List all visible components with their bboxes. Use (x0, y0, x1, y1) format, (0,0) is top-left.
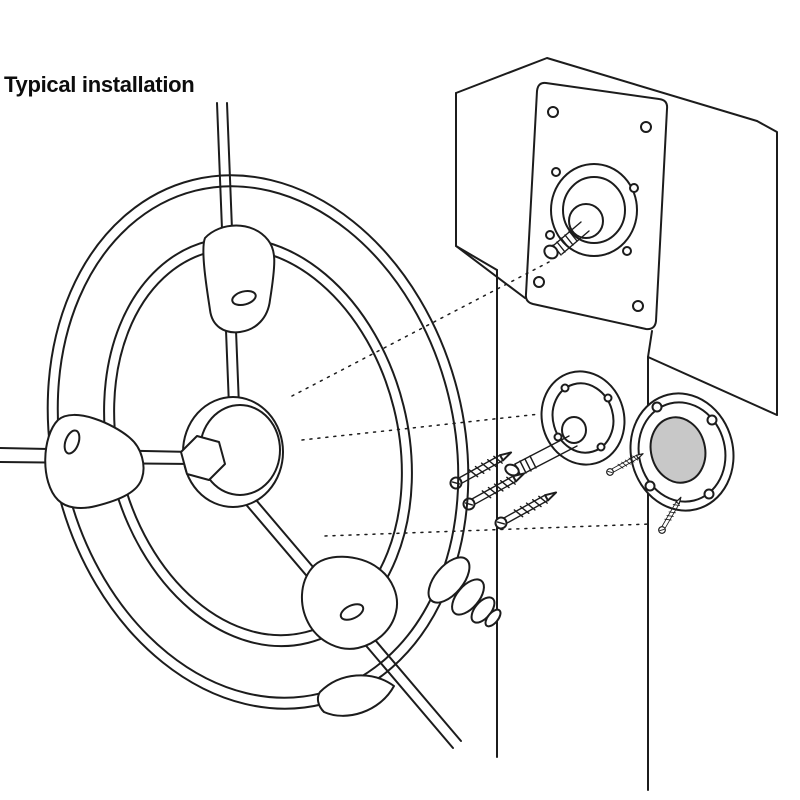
console (455, 57, 778, 791)
helm-shaft-stack (427, 556, 502, 628)
mounting-bezel (604, 392, 735, 536)
wheel-clamp-left (44, 414, 145, 509)
wheel-clamp-bottom (300, 555, 398, 650)
steering-wheel (0, 102, 502, 749)
alignment-dashes (291, 261, 651, 537)
shaft-boss (543, 163, 639, 260)
wheel-foot (316, 674, 395, 717)
helm-flange (504, 370, 626, 477)
wheel-clamp-top (202, 224, 276, 334)
hub-nut (180, 435, 226, 481)
diagram-title: Typical installation (4, 72, 195, 97)
